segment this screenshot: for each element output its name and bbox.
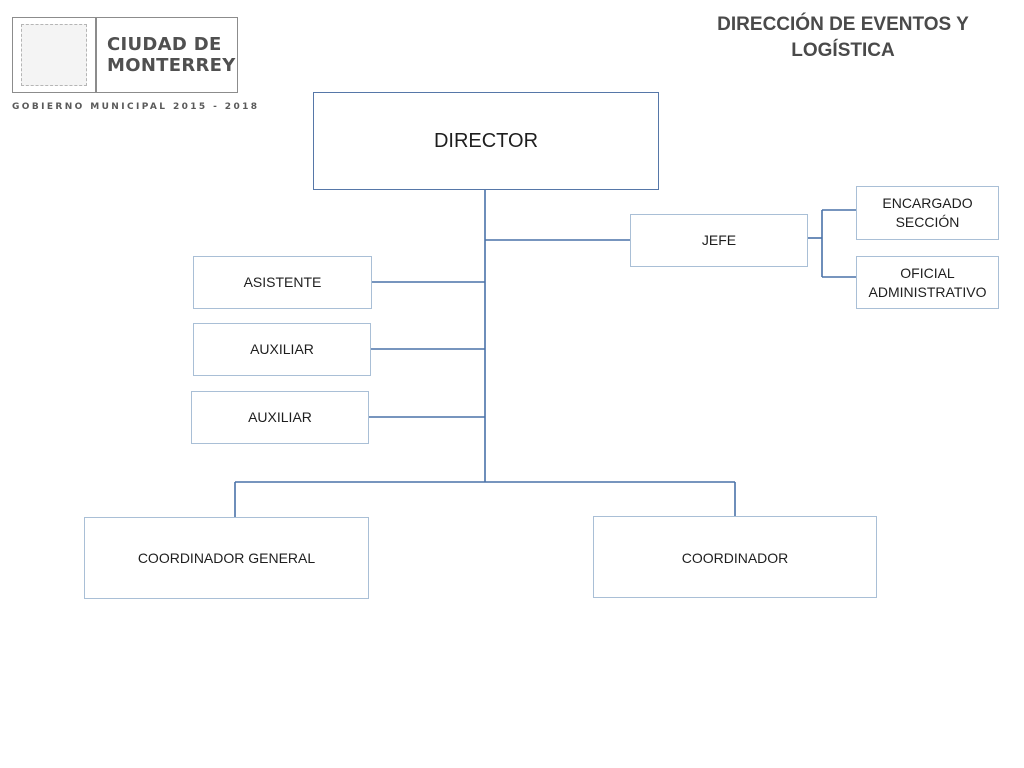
auxiliar-box-1: AUXILIAR: [193, 323, 371, 376]
coordinador-box: COORDINADOR: [593, 516, 877, 598]
director-box: DIRECTOR: [313, 92, 659, 190]
coordinador-general-label: COORDINADOR GENERAL: [137, 549, 316, 566]
auxiliar-label-2: AUXILIAR: [248, 409, 312, 425]
jefe-label: JEFE: [701, 232, 737, 248]
oficial-administrativo-box: OFICIAL ADMINISTRATIVO: [856, 256, 999, 309]
city-wordmark: CIUDAD DE MONTERREY: [107, 34, 236, 76]
crest-placeholder-icon: [21, 24, 87, 86]
government-tagline: GOBIERNO MUNICIPAL 2015 - 2018: [12, 102, 260, 112]
city-logo: CIUDAD DE MONTERREY: [12, 17, 238, 93]
page-title-line-1: DIRECCIÓN DE EVENTOS Y: [717, 14, 969, 35]
auxiliar-label-1: AUXILIAR: [250, 341, 314, 357]
wordmark-line-1: CIUDAD DE: [107, 34, 222, 55]
oficial-label-line-1: OFICIAL: [900, 264, 955, 281]
asistente-box: ASISTENTE: [193, 256, 372, 309]
page-title-line-2: LOGÍSTICA: [791, 40, 895, 61]
encargado-label-line-1: ENCARGADO: [882, 195, 973, 211]
wordmark-line-2: MONTERREY: [107, 55, 236, 76]
director-label: DIRECTOR: [433, 129, 539, 152]
asistente-label: ASISTENTE: [243, 274, 322, 290]
oficial-label-line-2: ADMINISTRATIVO: [868, 283, 987, 300]
jefe-box: JEFE: [630, 214, 808, 267]
coordinador-general-box: COORDINADOR GENERAL: [84, 517, 369, 599]
page-title: DIRECCIÓN DE EVENTOS Y LOGÍSTICA: [690, 12, 996, 64]
encargado-seccion-box: ENCARGADO SECCIÓN: [856, 186, 999, 240]
encargado-label-line-2: SECCIÓN: [895, 214, 960, 230]
logo-divider: [95, 18, 97, 92]
coordinador-label: COORDINADOR: [681, 550, 789, 566]
auxiliar-box-2: AUXILIAR: [191, 391, 369, 444]
